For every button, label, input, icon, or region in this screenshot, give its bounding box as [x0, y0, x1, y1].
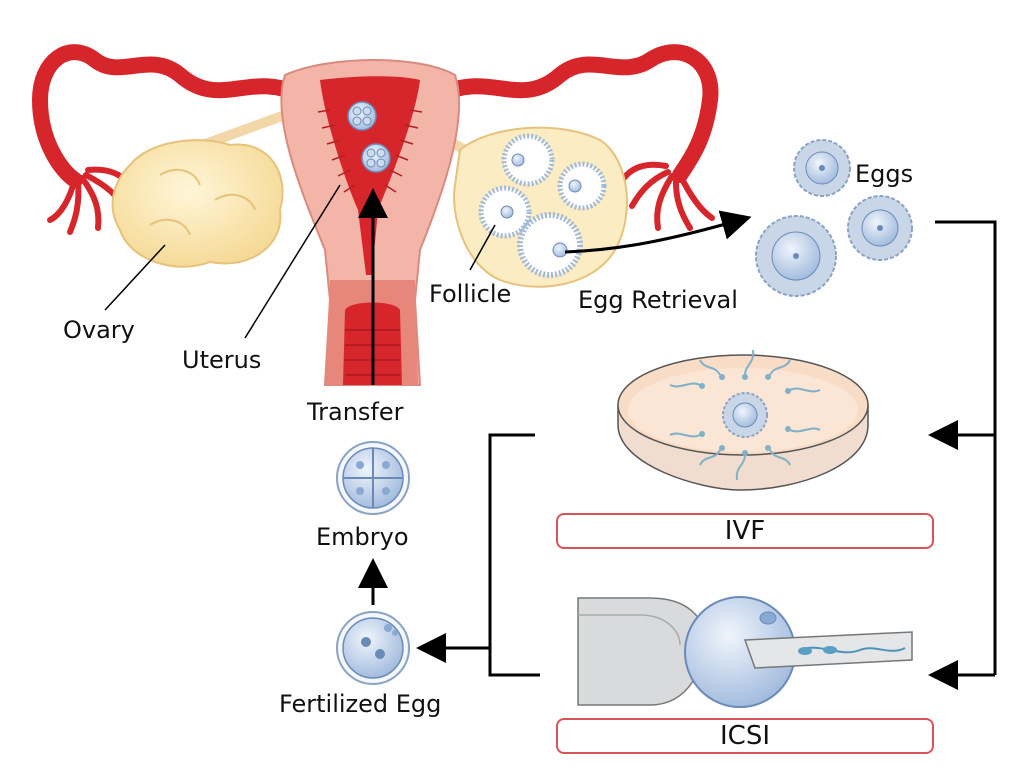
egg-retrieval-arrow — [564, 210, 752, 254]
eggs-label: Eggs — [855, 160, 914, 188]
egg-1 — [793, 139, 851, 197]
icsi-illustration — [577, 596, 913, 708]
left-fimbriae — [47, 166, 133, 235]
uterus-illustration — [31, 44, 719, 386]
label-pointers — [104, 184, 496, 339]
ivf-label-box: IVF — [556, 513, 934, 549]
embryo-illustration — [336, 441, 410, 515]
uterine-cavity — [320, 76, 420, 275]
embryo-in-uterus-1 — [347, 101, 377, 131]
right-fallopian-tube — [432, 44, 719, 183]
embryo-in-uterus-2 — [361, 143, 391, 173]
follicle-3 — [478, 185, 532, 239]
endometrium-lines — [317, 109, 423, 193]
fertilized-egg-label: Fertilized Egg — [279, 690, 442, 718]
egg-cluster — [755, 139, 913, 297]
left-ovary — [111, 139, 284, 268]
fertilized-egg-illustration — [336, 611, 410, 685]
icsi-label-box: ICSI — [556, 718, 934, 754]
follicle-2 — [557, 161, 607, 211]
embryo-label: Embryo — [316, 523, 409, 551]
ovary-label: Ovary — [63, 316, 135, 344]
follicle-1 — [501, 133, 555, 187]
ivf-label: IVF — [724, 516, 766, 546]
left-fallopian-tube — [31, 44, 308, 188]
follicle-label: Follicle — [429, 280, 512, 308]
egg-retrieval-label: Egg Retrieval — [578, 286, 738, 314]
transfer-label: Transfer — [307, 398, 404, 426]
egg-2 — [847, 195, 913, 261]
ivf-petri-dish — [617, 349, 869, 491]
icsi-label: ICSI — [720, 721, 770, 751]
egg-3 — [755, 215, 837, 297]
right-ovary — [453, 126, 628, 288]
follicle-4 — [517, 212, 583, 278]
sperm-cells — [669, 349, 821, 481]
uterus-label: Uterus — [182, 346, 262, 374]
flow-arrows — [358, 188, 997, 690]
right-fimbriae — [621, 161, 715, 231]
